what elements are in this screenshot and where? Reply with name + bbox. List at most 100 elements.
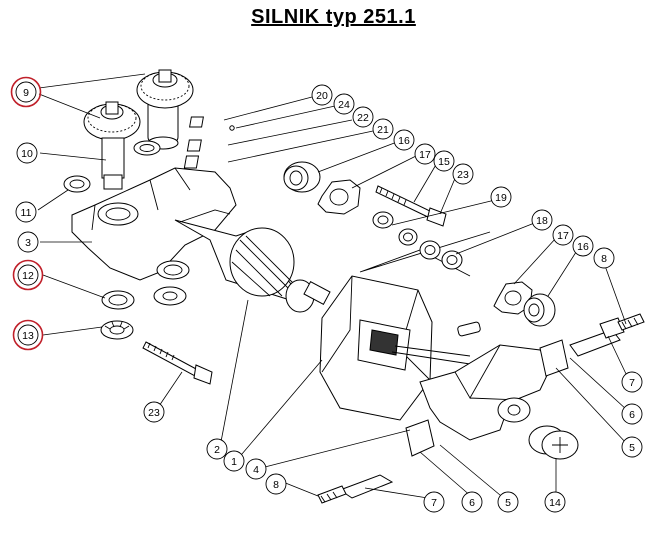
star-clip-housing [153,286,187,306]
callout-circle [17,231,39,253]
part-22 [186,139,202,152]
callout-highlight-ring [10,76,42,108]
callout-17: 17 [552,224,574,246]
part-20 [189,116,204,128]
callout-15: 15 [433,150,455,172]
washers-19 [372,211,418,246]
brush-holder-plate [419,344,553,441]
callout-circle [490,186,512,208]
callout-1: 1 [223,450,245,472]
callout-2: 2 [206,438,228,460]
callout-label: 17 [419,149,431,161]
callout-5: 5 [621,436,643,458]
callout-circle [352,106,374,128]
callout-label: 18 [536,215,548,227]
callout-circle [372,118,394,140]
callout-label: 5 [629,442,635,454]
callout-circle [311,84,333,106]
callout-label: 8 [273,479,279,491]
stator-1 [319,231,491,421]
callout-circle [593,247,615,269]
leader-lines [37,73,628,501]
callout-23: 23 [143,401,165,423]
gear-housing-3 [71,167,237,281]
callout-circle [544,491,566,513]
callout-circle [572,235,594,257]
callout-circle [621,436,643,458]
callout-16: 16 [393,129,415,151]
callout-label: 4 [253,464,259,476]
callout-label: 2 [214,444,220,456]
callout-label: 7 [629,377,635,389]
callout-label: 17 [557,230,569,242]
callout-label: 12 [22,270,34,282]
callout-13: 13 [12,319,44,351]
callout-23: 23 [452,163,474,185]
bearing-16-top [283,161,321,193]
star-clip-13 [100,320,134,340]
callout-label: 20 [316,90,328,102]
screw-23-left [142,341,213,385]
callout-label: 11 [21,207,32,219]
callout-label: 10 [21,148,33,160]
callout-circle [621,371,643,393]
callout-22: 22 [352,106,374,128]
callout-8: 8 [593,247,615,269]
fan-cap-14 [528,425,579,460]
callout-label: 6 [629,409,635,421]
callout-circle [143,401,165,423]
callout-circle [15,81,37,103]
callout-18: 18 [531,209,553,231]
washers-18 [419,240,463,270]
callout-circle [17,324,39,346]
brush-assembly-lower [317,419,435,504]
spring-clip-17-top [317,179,361,215]
callout-17: 17 [414,143,436,165]
armature-rotor-2 [174,209,331,313]
callout-label: 21 [377,124,389,136]
callout-6: 6 [461,491,483,513]
callout-label: 13 [22,330,34,342]
callout-7: 7 [423,491,445,513]
callout-label: 7 [431,497,437,509]
callout-circle [265,473,287,495]
callout-5: 5 [497,491,519,513]
callout-label: 15 [438,156,450,168]
part-24 [229,125,235,131]
part-21 [183,155,200,169]
callout-label: 16 [577,241,589,253]
diagram-title: SILNIK typ 251.1 [251,6,416,28]
screw-15 [375,185,447,227]
callout-circle [414,143,436,165]
callout-20: 20 [311,84,333,106]
callout-6: 6 [621,403,643,425]
callout-label: 9 [23,87,29,99]
callout-circle [223,450,245,472]
callout-circle [433,150,455,172]
bearing-16-right [523,293,556,327]
callout-19: 19 [490,186,512,208]
callout-label: 6 [469,497,475,509]
callout-label: 1 [231,456,237,468]
washer-11 [63,175,91,193]
callout-7: 7 [621,371,643,393]
callout-label: 24 [338,99,350,111]
callout-label: 22 [357,112,369,124]
callout-label: 14 [549,497,561,509]
callout-circle [497,491,519,513]
callout-circle [333,93,355,115]
callout-circle [452,163,474,185]
callout-circle [16,142,38,164]
callout-24: 24 [333,93,355,115]
callout-16: 16 [572,235,594,257]
callout-circle [15,201,37,223]
callout-highlight-ring [12,259,44,291]
gear-9-front [83,101,141,190]
callout-circle [393,129,415,151]
callout-label: 3 [25,237,31,249]
callout-label: 23 [148,407,160,419]
callout-11: 11 [15,201,37,223]
callout-9: 9 [10,76,42,108]
